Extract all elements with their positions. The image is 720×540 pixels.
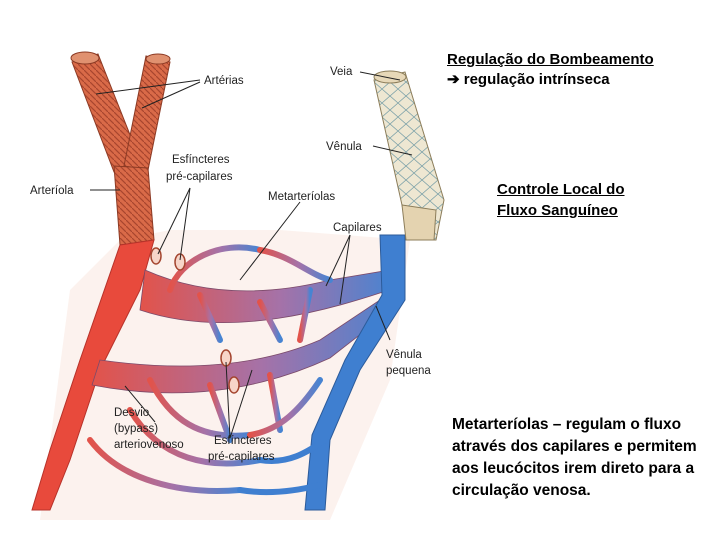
precapillary-sphincters-bottom [220, 349, 240, 394]
label-venula-pequena-line2: pequena [386, 365, 431, 377]
microcirculation-diagram: Artérias Veia Vênula Esfíncteres pré-cap… [30, 51, 445, 520]
label-capilares: Capilares [333, 222, 382, 234]
venule-tube [401, 204, 437, 241]
metarteriole-note: Metarteríolas – regulam o fluxo através … [452, 416, 697, 499]
label-arteriola: Arteríola [30, 185, 74, 197]
label-venula: Vênula [326, 141, 362, 153]
local-control-line2: Fluxo Sanguíneo [497, 202, 618, 219]
artery-left-opening [70, 51, 100, 65]
arrow-right-icon: ➔ [447, 71, 460, 88]
local-control-block: Controle Local do Fluxo Sanguíneo [497, 179, 625, 221]
label-desvio-line1: Desvio [114, 407, 149, 419]
arteriole-trunk [113, 165, 155, 246]
venous-branches [237, 437, 328, 496]
vein-opening [373, 70, 407, 84]
label-esfincteres-bottom-line1: Esfíncteres [214, 435, 272, 447]
heading-subtitle: ➔ regulação intrínseca [447, 70, 654, 90]
label-esfincteres-top-line2: pré-capilares [166, 171, 233, 183]
arterial-channel [31, 239, 155, 511]
artery-right-tube [123, 55, 171, 171]
label-esfincteres-bottom-line2: pré-capilares [208, 451, 275, 463]
artery-right-opening [145, 53, 171, 65]
small-venule [304, 234, 406, 511]
capillary-network [87, 244, 333, 494]
heading-title: Regulação do Bombeamento [447, 51, 654, 68]
label-metarteriolas: Metarteríolas [268, 191, 335, 203]
leader-lines [90, 71, 413, 439]
label-desvio-line3: arteriovenoso [114, 439, 184, 451]
label-desvio-line2: (bypass) [114, 423, 158, 435]
label-veia: Veia [330, 66, 353, 78]
heading-block: Regulação do Bombeamento ➔ regulação int… [447, 50, 654, 90]
label-venula-pequena-line1: Vênula [386, 349, 422, 361]
label-esfincteres-top-line1: Esfíncteres [172, 154, 230, 166]
heading-subtitle-text: regulação intrínseca [463, 71, 610, 88]
label-arterias: Artérias [204, 75, 244, 87]
local-control-line1: Controle Local do [497, 181, 625, 198]
